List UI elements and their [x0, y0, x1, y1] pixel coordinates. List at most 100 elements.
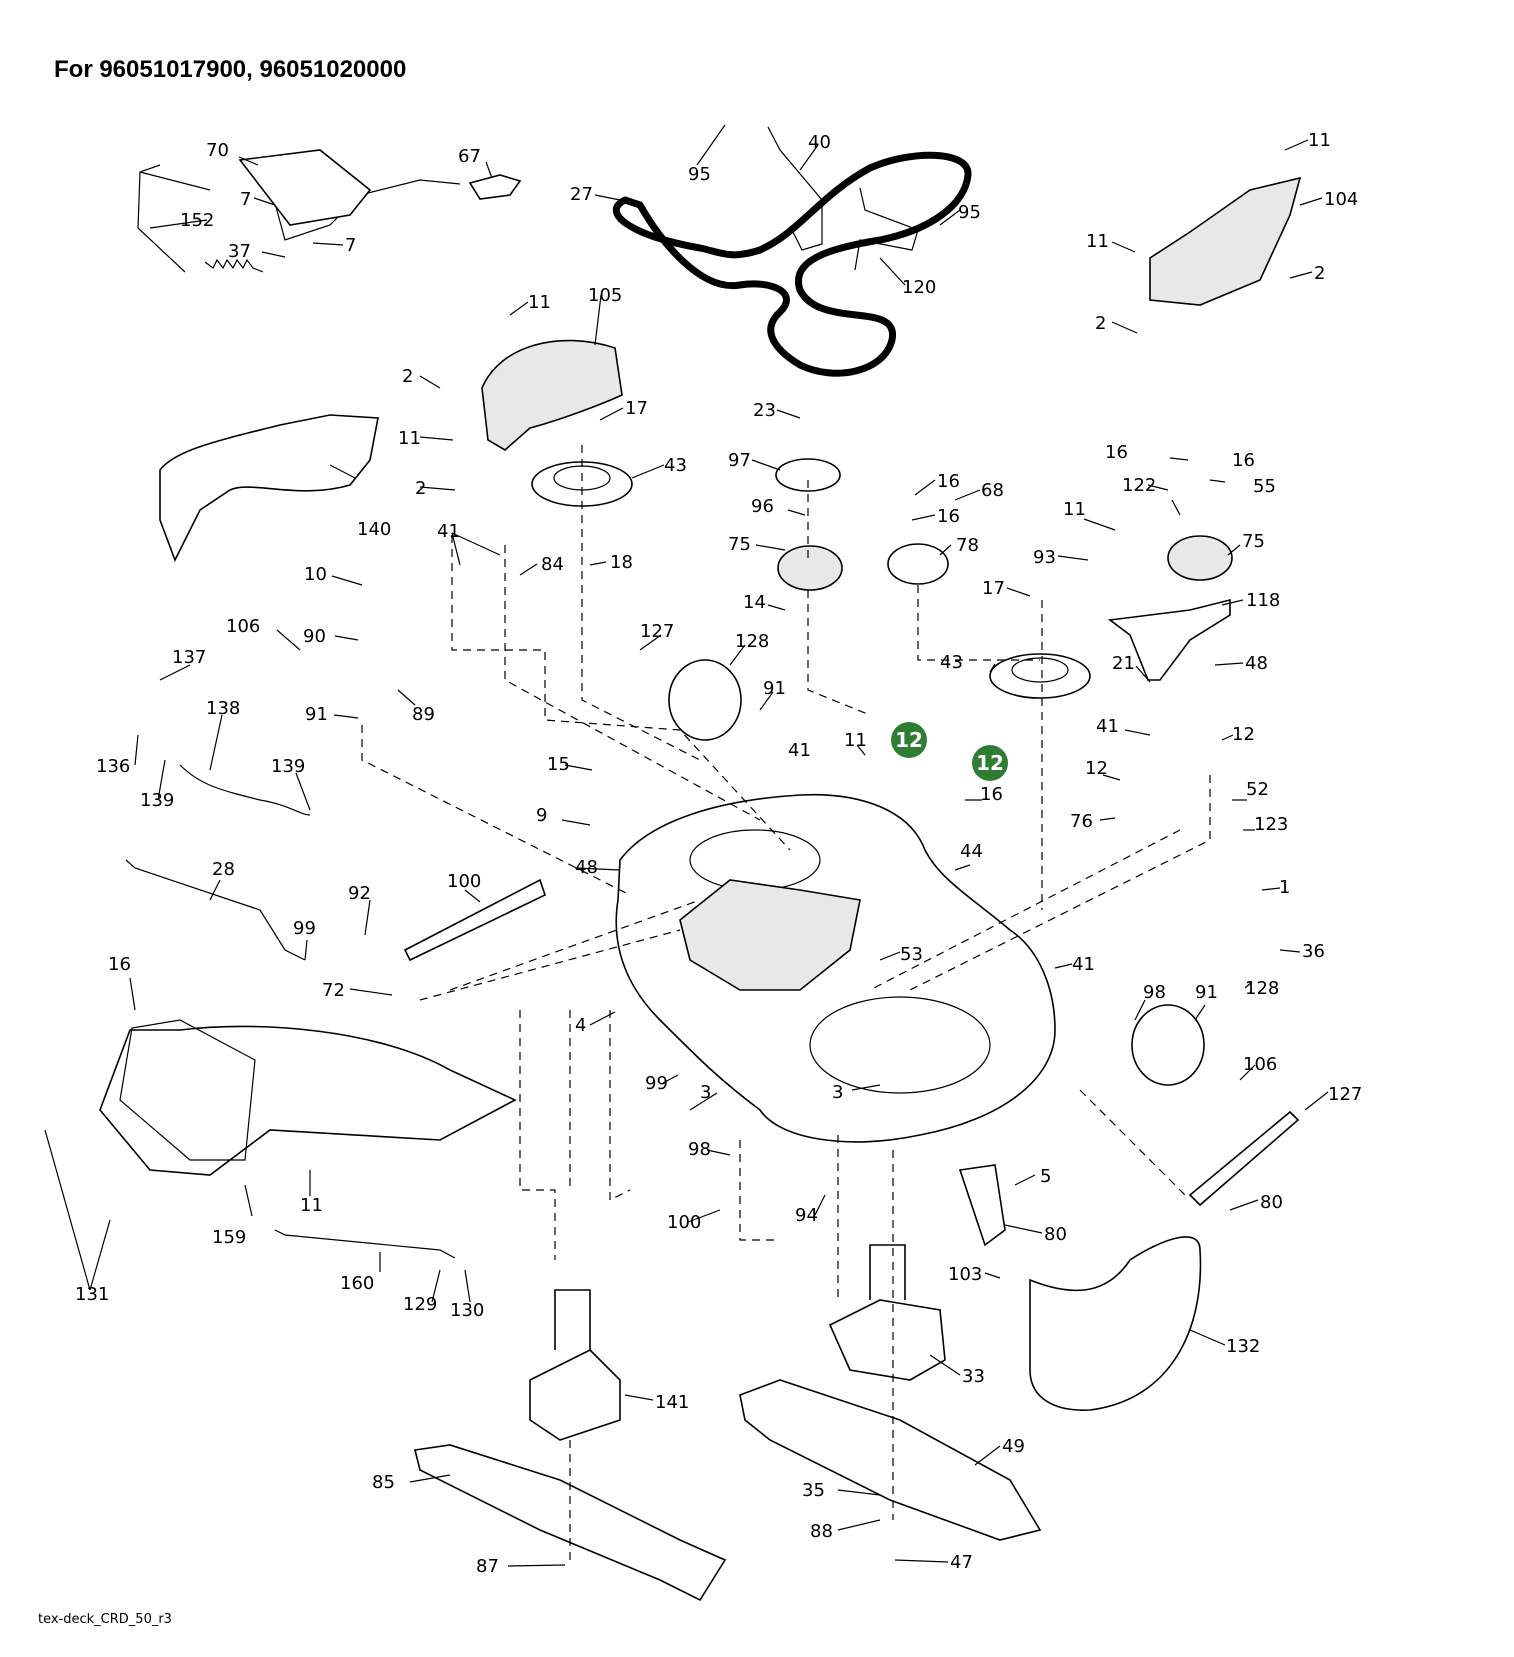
- drive-belt: [612, 151, 972, 377]
- callout-106: 3: [700, 1082, 711, 1103]
- callout-160: 159: [212, 1227, 246, 1248]
- callout-14: 14: [743, 592, 766, 613]
- callout-104: 104: [1324, 189, 1358, 210]
- callout-21: 21: [1112, 653, 1135, 674]
- callout-75: 75: [1242, 531, 1265, 552]
- callout-5: 98: [688, 1139, 711, 1160]
- callout-91: 98: [1143, 982, 1166, 1003]
- callout-131: 130: [450, 1300, 484, 1321]
- callout-98: 72: [322, 980, 345, 1001]
- callout-16: 16: [1105, 442, 1128, 463]
- callout-52: 16: [980, 784, 1003, 805]
- callout-103: 80: [1044, 1224, 1067, 1245]
- idler-pulley-97: [775, 458, 841, 492]
- spindle-assembly-49: [828, 1244, 946, 1381]
- callout-78: 78: [956, 535, 979, 556]
- wash-hose-138: [179, 764, 311, 816]
- callout-53: 36: [1302, 941, 1325, 962]
- rear-shield-141: [1029, 1236, 1202, 1411]
- callout-100: 80: [1260, 1192, 1283, 1213]
- callout-55: 55: [1253, 476, 1276, 497]
- callout-72: 16: [108, 954, 131, 975]
- callout-18: 18: [610, 552, 633, 573]
- callout-70: 70: [206, 140, 229, 161]
- assembly-lines: [361, 445, 1211, 1560]
- callout-16: 16: [937, 471, 960, 492]
- callout-128: 91: [1195, 982, 1218, 1003]
- callout-91: 91: [763, 678, 786, 699]
- callout-122: 122: [1122, 475, 1156, 496]
- callout-3: 4: [575, 1015, 586, 1036]
- discharge-chute: [99, 1025, 517, 1176]
- highlight-badge-12-a[interactable]: 12: [891, 722, 927, 758]
- diagram-reference: tex-deck_CRD_50_r3: [38, 1612, 172, 1627]
- mower-blade-35: [414, 1444, 727, 1602]
- left-pulley-shield: [481, 339, 623, 451]
- spindle-assembly-33: [529, 1289, 621, 1441]
- callout-37: 37: [228, 241, 251, 262]
- callout-141: 132: [1226, 1336, 1260, 1357]
- right-pulley-shield: [1149, 176, 1302, 306]
- callout-92: 28: [212, 859, 235, 880]
- callout-7: 7: [240, 189, 251, 210]
- callout-16: 41: [1072, 954, 1095, 975]
- part-drawings: [99, 126, 1302, 1602]
- callout-98: 3: [832, 1082, 843, 1103]
- callout-41: 41: [1096, 716, 1119, 737]
- callout-4: 128: [1245, 978, 1279, 999]
- callout-86: 47: [950, 1552, 973, 1573]
- mower-deck-housing: [615, 793, 1056, 1143]
- deck-baffle: [159, 414, 379, 562]
- callout-105: 105: [588, 285, 622, 306]
- callout-118: 118: [1246, 590, 1280, 611]
- callout-91: 91: [305, 704, 328, 725]
- callout-139: 139: [140, 790, 174, 811]
- gauge-wheel-right: [1131, 1004, 1205, 1086]
- callout-138: 138: [206, 698, 240, 719]
- callout-137: 137: [172, 647, 206, 668]
- callout-36: 99: [293, 918, 316, 939]
- callout-28: 1: [1279, 877, 1290, 898]
- callout-123: 76: [1070, 811, 1093, 832]
- pulley-78: [887, 543, 949, 585]
- callout-16: 11: [844, 730, 867, 751]
- callout-127: 106: [1243, 1054, 1277, 1075]
- callout-75: 75: [728, 534, 751, 555]
- lift-bracket: [238, 149, 372, 226]
- callout-76: 9: [536, 805, 547, 826]
- gauge-wheel-left: [668, 659, 742, 741]
- callout-17: 17: [625, 398, 648, 419]
- callout-11: 11: [398, 428, 421, 449]
- callout-11: 15: [547, 754, 570, 775]
- page-title: For 96051017900, 96051020000: [54, 56, 407, 83]
- belt-guide-rod: [767, 126, 919, 271]
- callout-139: 139: [271, 756, 305, 777]
- callout-93: 93: [1033, 547, 1056, 568]
- cable-grip-67: [468, 174, 522, 200]
- callout-67: 67: [458, 146, 481, 167]
- callout-2: 2: [1095, 313, 1106, 334]
- callout-132: 131: [75, 1284, 109, 1305]
- deck-arm-99-left: [403, 878, 546, 962]
- callout-41: 12: [1232, 724, 1255, 745]
- callout-140: 140: [357, 519, 391, 540]
- callout-11: 11: [1308, 130, 1331, 151]
- callout-152: 152: [180, 210, 214, 231]
- svg-text:12: 12: [895, 728, 923, 752]
- callout-40: 40: [808, 132, 831, 153]
- callout-43: 43: [664, 455, 687, 476]
- highlight-badge-12-b[interactable]: 12: [972, 745, 1008, 781]
- callout-159: 11: [300, 1195, 323, 1216]
- callout-11: 11: [1086, 231, 1109, 252]
- callout-7: 7: [345, 235, 356, 256]
- pulley-43-right-hub: [1011, 657, 1069, 683]
- svg-text:12: 12: [976, 751, 1004, 775]
- callout-48: 44: [960, 841, 983, 862]
- callout-127: 127: [640, 621, 674, 642]
- callout-41: 41: [437, 521, 460, 542]
- callout-49: 33: [962, 1366, 985, 1387]
- callout-16: 16: [1232, 450, 1255, 471]
- callout-129: 160: [340, 1273, 374, 1294]
